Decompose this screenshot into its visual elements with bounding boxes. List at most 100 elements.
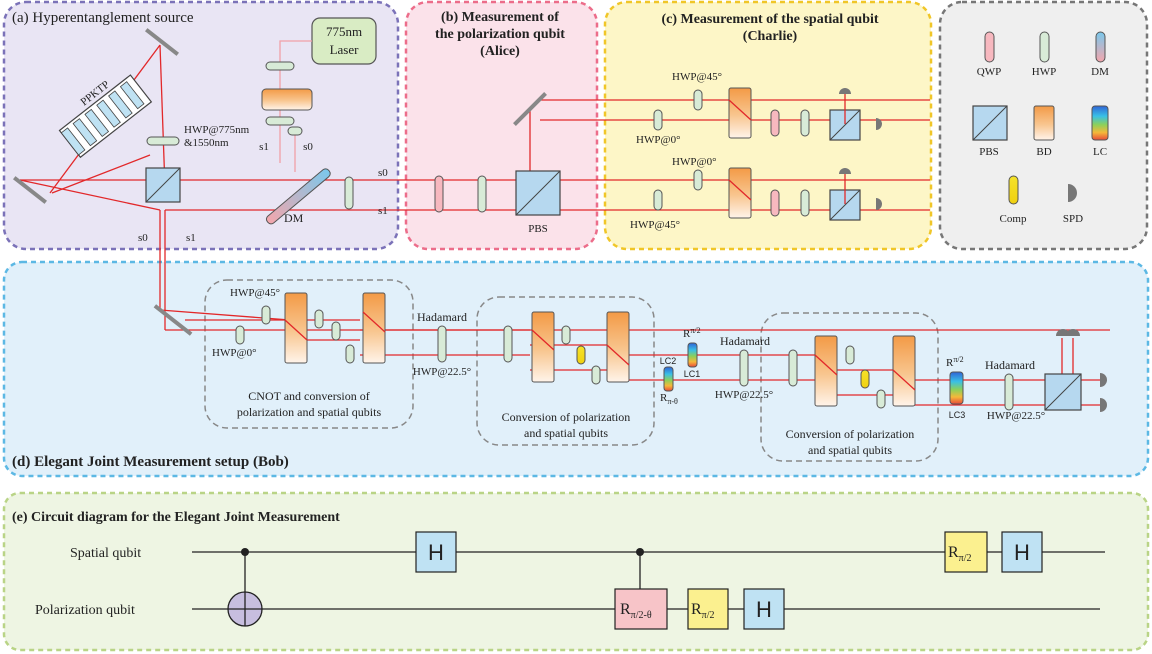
bob-hadamard-hwp-3 — [1004, 373, 1014, 411]
charlie-hwp45-bottom-label: HWP@45° — [630, 219, 680, 231]
hwp225-1-label: HWP@22.5° — [413, 366, 471, 378]
panel-e-title: (e) Circuit diagram for the Elegant Join… — [12, 510, 340, 525]
source-out-hwp — [344, 176, 354, 210]
charlie-hwp45-top-label: HWP@45° — [672, 71, 722, 83]
lc3 — [949, 371, 964, 405]
circuit-polarization-label: Polarization qubit — [35, 603, 135, 618]
svg-text:HWP@22.5°: HWP@22.5° — [413, 366, 471, 378]
svg-text:(Charlie): (Charlie) — [743, 29, 798, 44]
svg-text:QWP: QWP — [977, 66, 1001, 78]
controlled-r-dot — [636, 548, 644, 556]
panel-b-title-line2: the polarization qubit — [435, 27, 565, 42]
gate-r-pi2-theta — [614, 588, 668, 630]
gate-r-pi2-pol — [687, 588, 729, 630]
svg-text:Rπ/2: Rπ/2 — [683, 326, 701, 340]
r-pi2-1: R — [683, 328, 691, 340]
bob-detector-4 — [1100, 398, 1107, 412]
svg-text:HWP@22.5°: HWP@22.5° — [987, 410, 1045, 422]
svg-text:HWP@45°: HWP@45° — [672, 71, 722, 83]
svg-text:(Alice): (Alice) — [480, 44, 520, 59]
conv2-caption-line2: and spatial qubits — [808, 443, 892, 457]
svg-text:SPD: SPD — [1063, 213, 1083, 225]
r-pi2-2-sub: π/2 — [953, 355, 963, 364]
svg-text:Comp: Comp — [1000, 213, 1027, 225]
gate-h-spatial-1-label: H — [428, 540, 444, 565]
svg-text:HWP@45°: HWP@45° — [230, 287, 280, 299]
bob-s0-label: s0 — [138, 232, 148, 244]
svg-text:H: H — [428, 540, 444, 565]
r-pi2-1-sub: π/2 — [690, 326, 700, 335]
cnot-caption-line2: polarization and spatial qubits — [237, 405, 382, 419]
pump-s0-label: s0 — [303, 141, 313, 153]
svg-text:Rπ/2-θ: Rπ/2-θ — [620, 601, 652, 621]
pump-hwp-3 — [287, 126, 303, 136]
legend-dm-label: DM — [1091, 66, 1109, 78]
conv1-caption-line2: and spatial qubits — [524, 426, 608, 440]
svg-text:CNOT and conversion of: CNOT and conversion of — [248, 389, 369, 403]
svg-text:(b) Measurement of: (b) Measurement of — [441, 10, 559, 25]
alice-mirror — [513, 92, 547, 126]
svg-text:Rπ-θ: Rπ-θ — [660, 392, 678, 406]
svg-text:polarization and spatial qubit: polarization and spatial qubits — [237, 405, 382, 419]
svg-text:Rπ/2: Rπ/2 — [691, 601, 715, 621]
conversion-module-2 — [788, 335, 916, 409]
svg-text:s0: s0 — [378, 167, 388, 179]
svg-text:Hadamard: Hadamard — [985, 358, 1035, 372]
ppktp-crystal — [58, 74, 153, 159]
svg-text:HWP@0°: HWP@0° — [636, 134, 680, 146]
gate-h-pol-label: H — [756, 597, 772, 622]
svg-text:(c) Measurement of the spatial: (c) Measurement of the spatial qubit — [661, 12, 878, 27]
lc2 — [663, 366, 674, 392]
legend-hwp-label: HWP — [1032, 66, 1056, 78]
bob-hwp45-label: HWP@45° — [230, 287, 280, 299]
cnot-module — [235, 292, 386, 364]
panel-c-title-line2: (Charlie) — [743, 29, 798, 44]
legend-dm-icon — [1095, 31, 1106, 63]
svg-text:the polarization qubit: the polarization qubit — [435, 27, 565, 42]
source-hwp — [146, 136, 180, 146]
legend-pbs-label: PBS — [979, 146, 999, 158]
bob-detector-2 — [1066, 329, 1080, 336]
legend-qwp-label: QWP — [977, 66, 1001, 78]
pump-hwp-2 — [265, 116, 295, 126]
svg-text:Conversion of polarization: Conversion of polarization — [786, 427, 915, 441]
cnot-module-box — [204, 279, 414, 429]
svg-text:Hadamard: Hadamard — [720, 334, 770, 348]
svg-text:H: H — [1014, 540, 1030, 565]
svg-text:&1550nm: &1550nm — [184, 137, 229, 149]
svg-text:Hadamard: Hadamard — [417, 310, 467, 324]
out-s0-label: s0 — [378, 167, 388, 179]
mirror-top — [145, 28, 179, 56]
pump-hwp-1 — [265, 61, 295, 71]
gate-r-pi2-theta-sub: π/2-θ — [631, 610, 652, 621]
legend-hwp-icon — [1039, 31, 1050, 63]
svg-text:and spatial qubits: and spatial qubits — [524, 426, 608, 440]
svg-text:Conversion of polarization: Conversion of polarization — [502, 410, 631, 424]
svg-text:s0: s0 — [138, 232, 148, 244]
svg-text:775nm: 775nm — [326, 24, 362, 39]
panel-a-title: (a) Hyperentanglement source — [12, 10, 194, 26]
panel-d-box — [2, 260, 1150, 478]
conversion-module-1-box — [476, 296, 655, 446]
legend-bd-label: BD — [1036, 146, 1051, 158]
legend-comp-icon — [1008, 175, 1019, 205]
circuit-spatial-label: Spatial qubit — [70, 546, 141, 561]
charlie-top-module — [653, 87, 882, 141]
legend-comp-label: Comp — [1000, 213, 1027, 225]
bob-hadamard-hwp-1 — [437, 325, 447, 363]
svg-text:LC2: LC2 — [660, 356, 677, 366]
panel-b-title-line3: (Alice) — [480, 44, 520, 59]
gate-h-spatial-2 — [1001, 531, 1043, 573]
gate-r-pi2-pol-sub: π/2 — [702, 610, 715, 621]
svg-text:and spatial qubits: and spatial qubits — [808, 443, 892, 457]
svg-text:(d) Elegant Joint Measurement: (d) Elegant Joint Measurement setup (Bob… — [12, 454, 289, 470]
pump-bd — [261, 88, 313, 111]
gate-h-spatial-1 — [415, 531, 457, 573]
conv1-caption-line1: Conversion of polarization — [502, 410, 631, 424]
bob-detector-3 — [1100, 373, 1107, 387]
svg-text:BD: BD — [1036, 146, 1051, 158]
svg-text:(a) Hyperentanglement source: (a) Hyperentanglement source — [12, 10, 194, 26]
gate-r-pi2-pol-label: R — [691, 601, 702, 618]
svg-text:DM: DM — [1091, 66, 1109, 78]
